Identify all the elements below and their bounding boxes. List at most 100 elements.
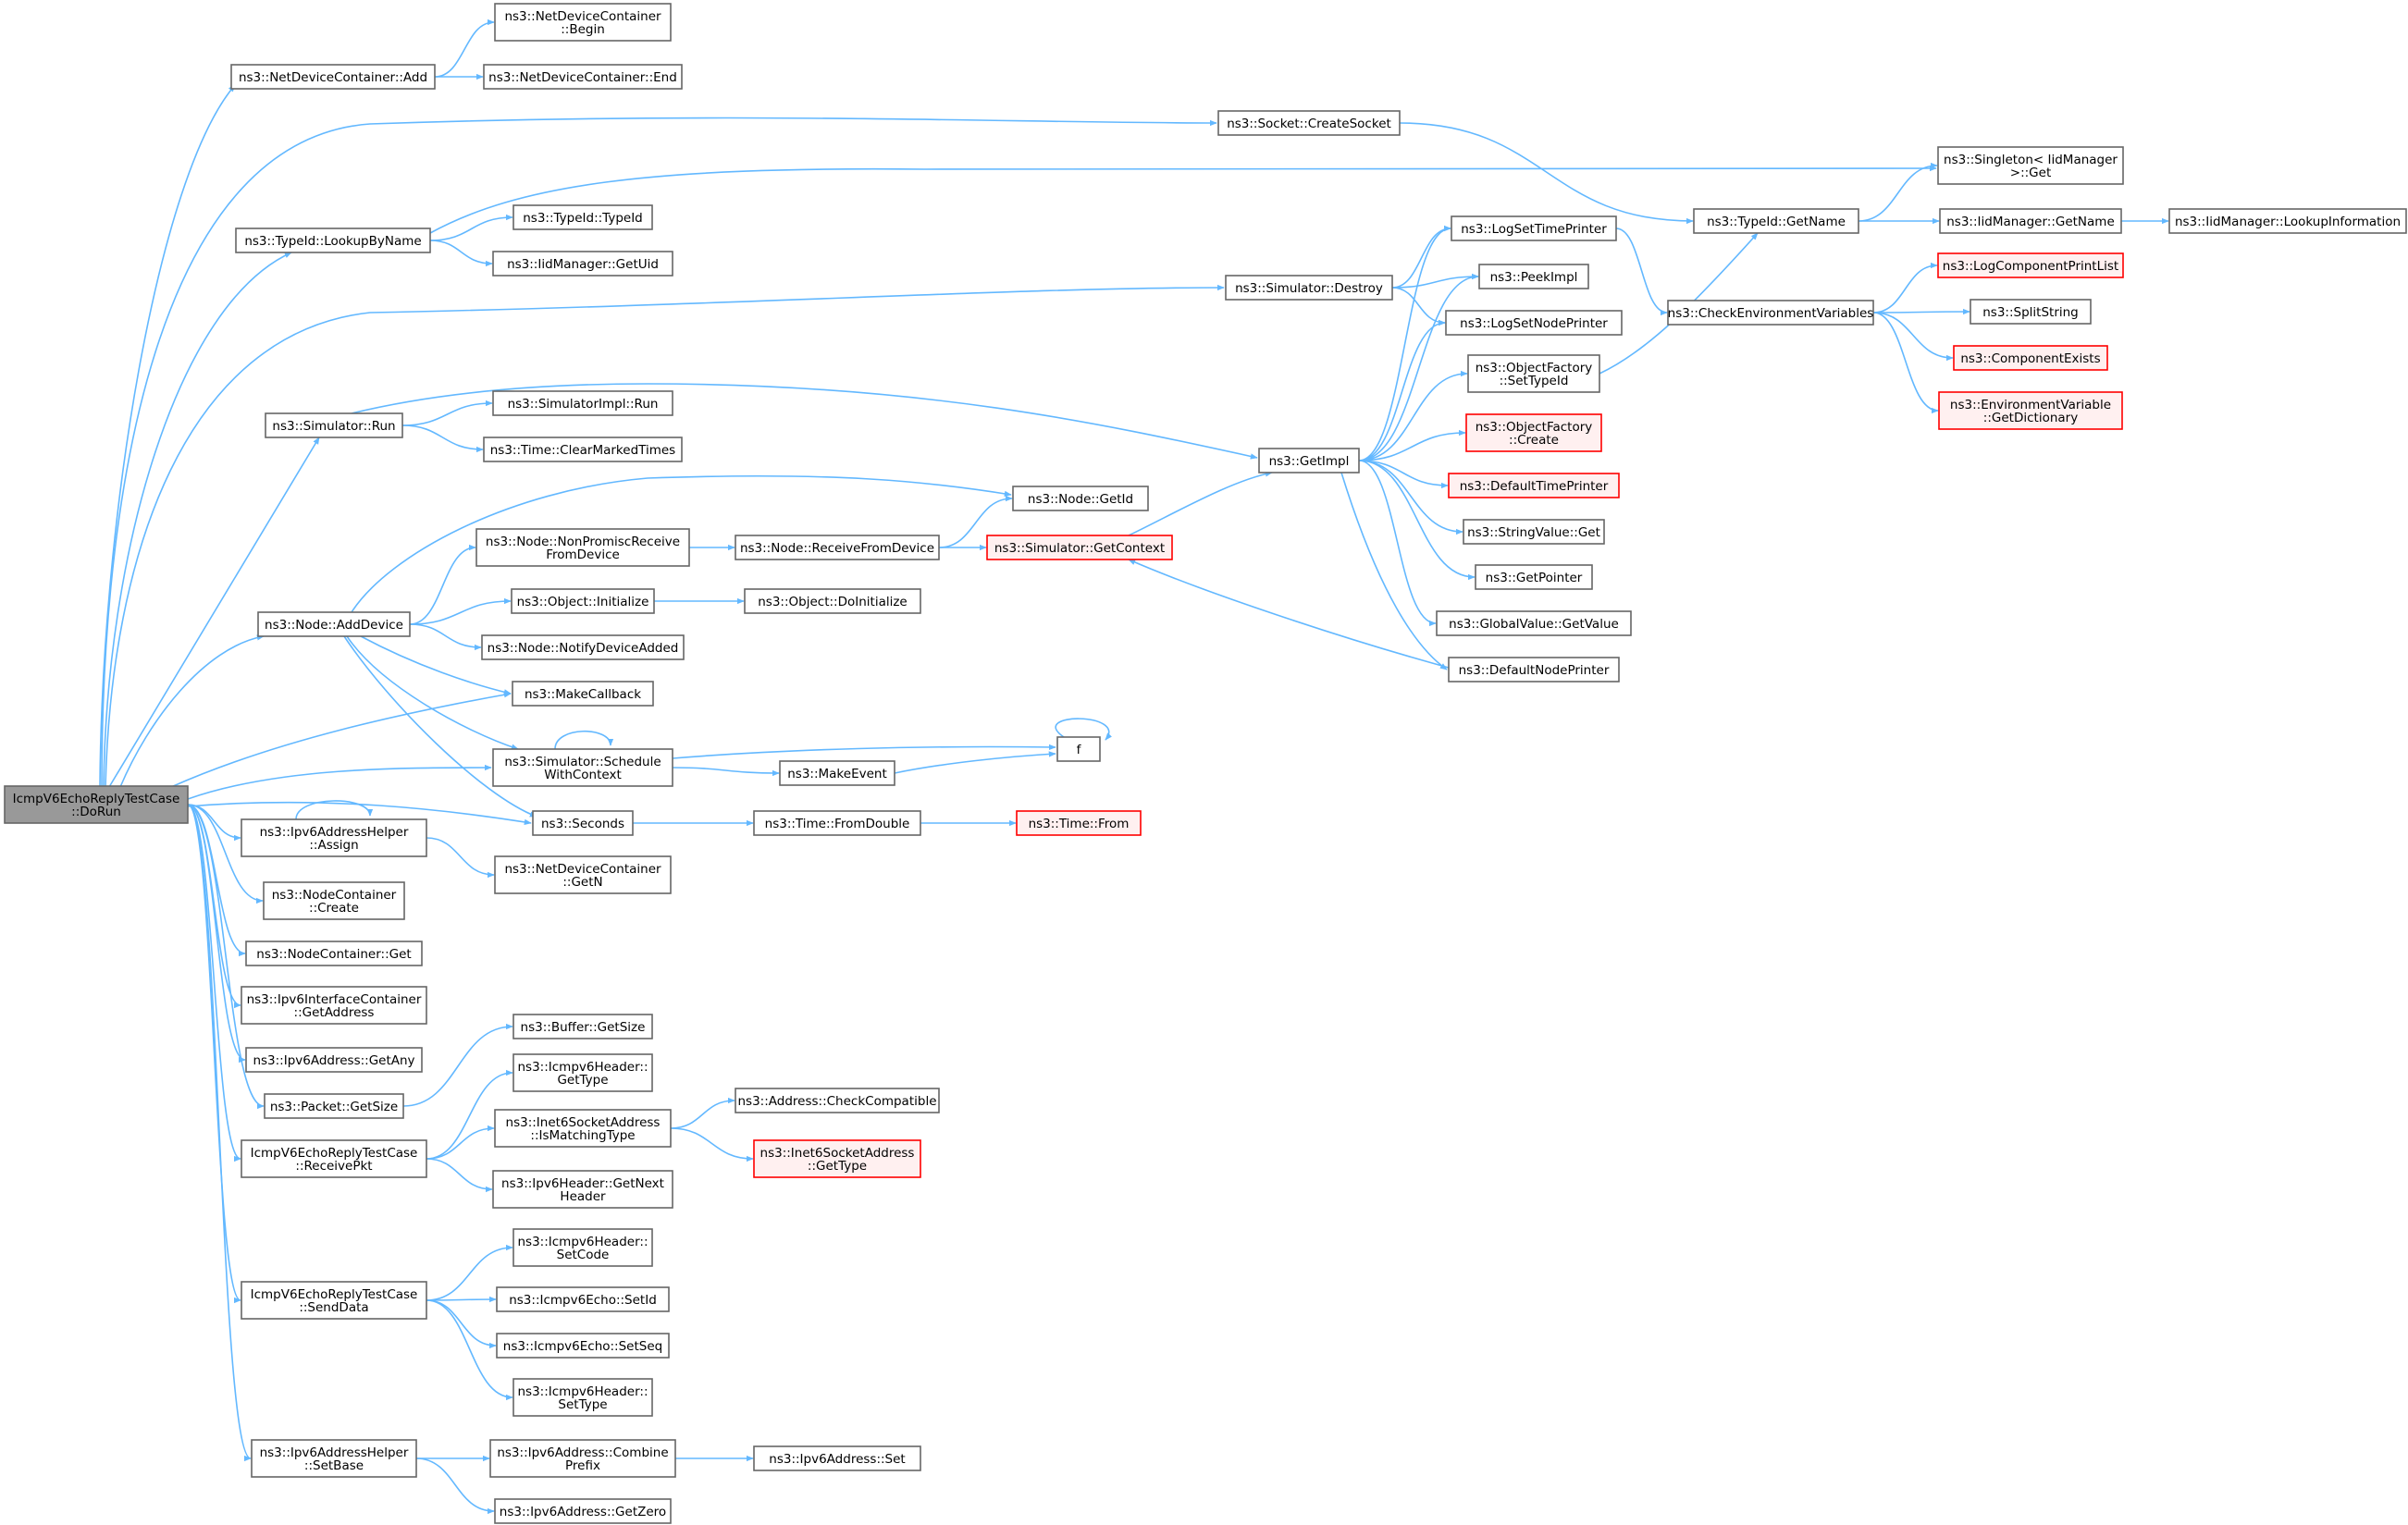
node-label: SetType <box>558 1397 607 1412</box>
call-edge-n0-n4 <box>101 117 1217 788</box>
node-label: ns3::Icmpv6Header:: <box>518 1384 648 1399</box>
node-label: ns3::Simulator::Run <box>272 419 395 434</box>
call-edge-n0-n61 <box>187 804 241 1304</box>
function-node[interactable]: ns3::Time::From <box>1016 810 1142 836</box>
node-label: WithContext <box>544 768 622 782</box>
function-node[interactable]: ns3::Simulator::GetContext <box>986 535 1173 560</box>
function-node[interactable]: ns3::Singleton< IidManager>::Get <box>1937 146 2124 185</box>
function-node[interactable]: ns3::IidManager::GetName <box>1939 208 2122 234</box>
function-node[interactable]: ns3::Inet6SocketAddress::IsMatchingType <box>494 1109 672 1148</box>
call-edge-n0-n41 <box>187 764 492 800</box>
node-label: ns3::NetDeviceContainer::End <box>488 70 677 85</box>
function-node[interactable]: ns3::LogComponentPrintList <box>1937 252 2124 278</box>
node-box <box>1465 413 1602 452</box>
function-node[interactable]: ns3::DefaultNodePrinter <box>1448 657 1620 683</box>
function-node[interactable]: ns3::Ipv6AddressHelper::SetBase <box>251 1439 417 1478</box>
function-node[interactable]: ns3::SplitString <box>1970 299 2092 325</box>
function-node[interactable]: ns3::Inet6SocketAddress::GetType <box>753 1139 921 1178</box>
function-node[interactable]: ns3::Simulator::Destroy <box>1225 275 1393 301</box>
function-node[interactable]: ns3::Time::FromDouble <box>753 810 921 836</box>
function-node[interactable]: ns3::NetDeviceContainer::GetN <box>494 855 672 894</box>
function-node[interactable]: ns3::MakeEvent <box>779 760 895 786</box>
function-node[interactable]: ns3::CheckEnvironmentVariables <box>1667 300 1874 326</box>
call-edge-n0-n66 <box>187 804 252 1462</box>
node-box <box>235 228 431 253</box>
node-label: ns3::Simulator::GetContext <box>994 541 1165 556</box>
node-label: ns3::IidManager::LookupInformation <box>2175 215 2401 229</box>
function-node[interactable]: ns3::ComponentExists <box>1953 345 2108 371</box>
function-node[interactable]: ns3::NetDeviceContainer::Begin <box>494 3 672 42</box>
function-node[interactable]: ns3::EnvironmentVariable::GetDictionary <box>1938 391 2123 430</box>
call-edge-n47-n48 <box>426 837 495 879</box>
function-node[interactable]: ns3::Icmpv6Header::GetType <box>512 1053 653 1092</box>
function-node[interactable]: ns3::StringValue::Get <box>1463 519 1605 545</box>
function-node[interactable]: ns3::Simulator::Run <box>265 412 403 438</box>
function-node[interactable]: ns3::Node::GetId <box>1012 486 1149 511</box>
function-node[interactable]: ns3::Node::AddDevice <box>257 611 411 637</box>
function-node[interactable]: ns3::Packet::GetSize <box>264 1093 404 1119</box>
function-node[interactable]: ns3::IidManager::GetUid <box>492 251 673 277</box>
node-label: ns3::Time::FromDouble <box>765 817 910 831</box>
function-node[interactable]: ns3::LogSetNodePrinter <box>1445 310 1623 336</box>
function-node[interactable]: ns3::NodeContainer::Create <box>263 881 405 920</box>
function-node[interactable]: ns3::ObjectFactory::SetTypeId <box>1467 354 1600 393</box>
node-label: ns3::Ipv6Header::GetNext <box>501 1176 664 1191</box>
function-node[interactable]: ns3::Time::ClearMarkedTimes <box>483 437 683 462</box>
function-node[interactable]: ns3::ObjectFactory::Create <box>1465 413 1602 452</box>
function-node[interactable]: ns3::TypeId::TypeId <box>512 204 653 230</box>
node-box <box>1463 519 1605 545</box>
function-node[interactable]: ns3::GetPointer <box>1475 564 1593 590</box>
function-node[interactable]: ns3::Buffer::GetSize <box>512 1014 653 1039</box>
function-node[interactable]: ns3::Ipv6InterfaceContainer::GetAddress <box>241 986 427 1025</box>
node-box <box>1217 110 1401 136</box>
function-node[interactable]: ns3::Ipv6Address::GetAny <box>245 1047 423 1073</box>
node-label: ns3::Packet::GetSize <box>270 1100 398 1114</box>
function-node[interactable]: ns3::PeekImpl <box>1478 264 1589 289</box>
function-node[interactable]: ns3::LogSetTimePrinter <box>1451 215 1617 241</box>
function-node[interactable]: ns3::TypeId::LookupByName <box>235 228 431 253</box>
function-node[interactable]: ns3::GlobalValue::GetValue <box>1436 610 1632 636</box>
function-node[interactable]: ns3::Ipv6Address::GetZero <box>494 1498 672 1524</box>
node-box <box>492 748 673 787</box>
function-node[interactable]: ns3::GetImpl <box>1258 448 1360 473</box>
function-node[interactable]: ns3::Seconds <box>532 810 634 836</box>
function-node[interactable]: ns3::DefaultTimePrinter <box>1448 473 1620 498</box>
function-node[interactable]: ns3::NodeContainer::Get <box>245 941 423 966</box>
function-node[interactable]: ns3::Node::NotifyDeviceAdded <box>481 634 685 660</box>
function-node[interactable]: IcmpV6EchoReplyTestCase::ReceivePkt <box>241 1139 427 1178</box>
node-label: ns3::TypeId::LookupByName <box>244 234 421 249</box>
function-node[interactable]: ns3::NetDeviceContainer::Add <box>230 64 436 90</box>
function-node[interactable]: ns3::TypeId::GetName <box>1693 208 1859 234</box>
function-node[interactable]: ns3::MakeCallback <box>512 681 654 707</box>
function-node[interactable]: ns3::SimulatorImpl::Run <box>492 390 673 416</box>
function-node[interactable]: ns3::Icmpv6Echo::SetSeq <box>496 1333 670 1359</box>
function-node[interactable]: ns3::Socket::CreateSocket <box>1217 110 1401 136</box>
function-node[interactable]: ns3::Ipv6Address::Set <box>753 1445 921 1471</box>
node-box <box>753 1139 921 1178</box>
call-edge-n27-n35 <box>1128 559 1450 669</box>
function-node[interactable]: ns3::Icmpv6Header::SetType <box>512 1378 653 1417</box>
function-node[interactable]: ns3::Icmpv6Header::SetCode <box>512 1228 653 1267</box>
node-label: ::IsMatchingType <box>530 1128 635 1143</box>
node-box <box>494 1498 672 1524</box>
function-node[interactable]: ns3::IidManager::LookupInformation <box>2168 208 2407 234</box>
node-box <box>241 818 427 857</box>
function-node[interactable]: f <box>1056 736 1101 762</box>
function-node[interactable]: ns3::Object::DoInitialize <box>744 588 921 614</box>
function-node[interactable]: ns3::NetDeviceContainer::End <box>483 64 683 90</box>
call-edge-n36-n39 <box>409 623 482 651</box>
function-node[interactable]: ns3::Node::ReceiveFromDevice <box>735 535 940 560</box>
node-box <box>1451 215 1617 241</box>
node-label: ns3::PeekImpl <box>1490 270 1578 285</box>
function-node[interactable]: ns3::Icmpv6Echo::SetId <box>496 1286 670 1312</box>
function-node[interactable]: ns3::Ipv6AddressHelper::Assign <box>241 818 427 857</box>
node-box <box>1258 448 1360 473</box>
function-node[interactable]: IcmpV6EchoReplyTestCase::SendData <box>241 1281 427 1320</box>
node-label: ns3::Socket::CreateSocket <box>1227 117 1391 131</box>
function-node[interactable]: ns3::Address::CheckCompatible <box>735 1088 940 1113</box>
function-node[interactable]: ns3::Object::Initialize <box>511 588 655 614</box>
